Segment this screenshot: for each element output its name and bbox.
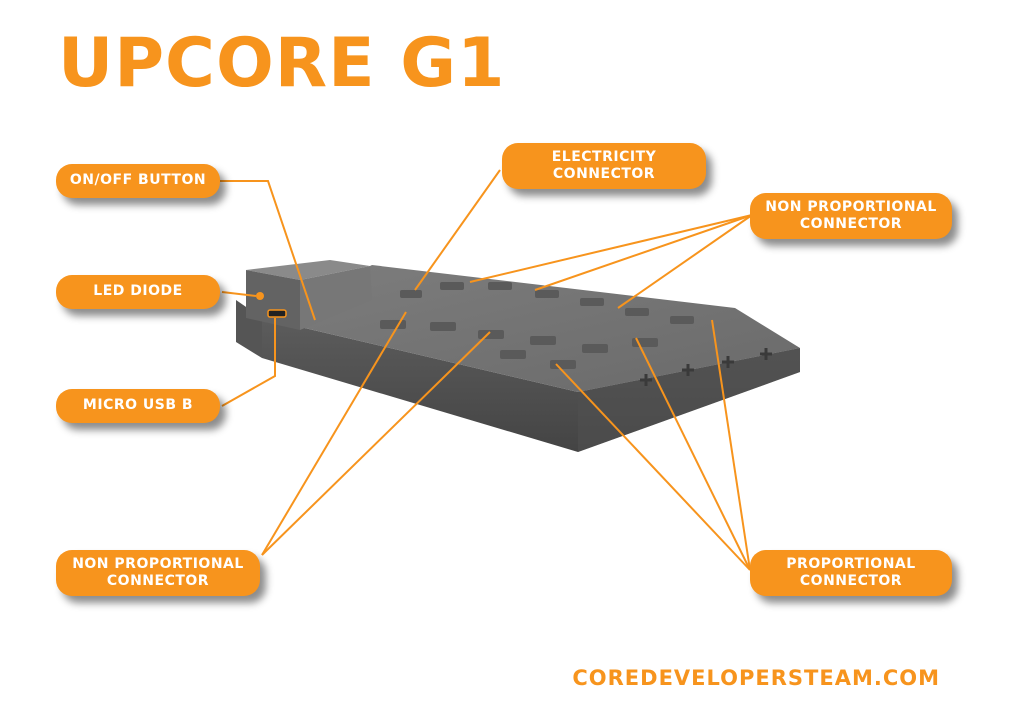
leader-lines [214,169,753,571]
on-off-button-label: ON/OFF BUTTON [56,164,220,198]
non-proportional-connector-left-label: NON PROPORTIONAL CONNECTOR [56,550,260,596]
non-proportional-connector-right-label: NON PROPORTIONAL CONNECTOR [750,193,952,239]
label-line-1: ELECTRICITY [551,148,657,165]
label-line-1: NON PROPORTIONAL [72,555,244,572]
micro-usb-text: MICRO USB B [82,397,194,414]
led-diode-label: LED DIODE [56,275,220,309]
on-off-button-text: ON/OFF BUTTON [69,172,207,189]
micro-usb-label: MICRO USB B [56,389,220,423]
proportional-connector-label: PROPORTIONAL CONNECTOR [750,550,952,596]
label-line-2: CONNECTOR [799,573,903,589]
label-line-1: PROPORTIONAL [786,555,916,572]
led-diode-text: LED DIODE [93,283,183,300]
page-title: UPCORE G1 [58,24,506,103]
label-line-2: CONNECTOR [106,573,210,589]
label-line-2: CONNECTOR [799,216,903,232]
electricity-connector-label: ELECTRICITY CONNECTOR [502,143,706,189]
device-body [236,260,800,452]
website-url: COREDEVELOPERSTEAM.COM [572,666,940,690]
label-line-1: NON PROPORTIONAL [765,198,937,215]
label-line-2: CONNECTOR [552,166,656,182]
